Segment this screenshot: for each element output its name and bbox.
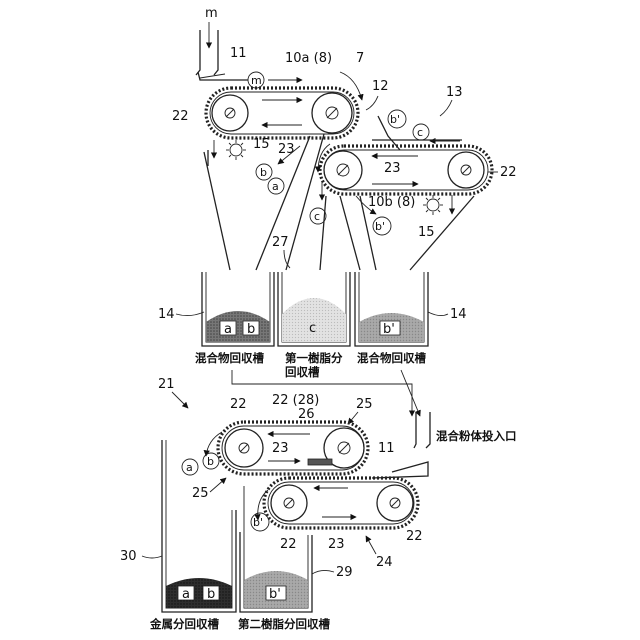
bin-label-c: c bbox=[309, 321, 316, 336]
label-15-a: 15 bbox=[253, 137, 270, 152]
label-10a: 10a (8) bbox=[285, 51, 332, 66]
label-12: 12 bbox=[372, 79, 389, 94]
label-27: 27 bbox=[272, 235, 289, 250]
bin-metal bbox=[162, 440, 236, 612]
label-30: 30 bbox=[120, 549, 137, 564]
brush-15-left bbox=[226, 140, 246, 160]
label-11-bottom: 11 bbox=[378, 441, 395, 456]
label-21: 21 bbox=[158, 377, 175, 392]
label-25-bottom: 25 bbox=[192, 486, 209, 501]
label-7: 7 bbox=[356, 51, 364, 66]
circled-b-prime-3: b' bbox=[253, 516, 263, 529]
label-26: 26 bbox=[298, 407, 315, 422]
conveyor-upper-bottom bbox=[218, 422, 368, 474]
bin-label-b-prime-second: b' bbox=[269, 587, 281, 602]
label-23-b: 23 bbox=[384, 161, 401, 176]
label-22-c: 22 bbox=[230, 397, 247, 412]
label-25-top: 25 bbox=[356, 397, 373, 412]
circled-b-prime-1: b' bbox=[390, 113, 400, 126]
label-14-right: 14 bbox=[450, 307, 467, 322]
bin-label-a-metal: a bbox=[182, 587, 190, 602]
label-23-a: 23 bbox=[278, 142, 295, 157]
label-22-d: 22 bbox=[280, 537, 297, 552]
circled-m-text: m bbox=[251, 74, 262, 87]
circled-c-2: c bbox=[314, 210, 320, 223]
caption-mixture-right: 混合物回収槽 bbox=[357, 351, 426, 365]
conveyor-lower-bottom bbox=[264, 478, 418, 528]
label-14-left: 14 bbox=[158, 307, 175, 322]
circled-c-1: c bbox=[417, 126, 423, 139]
label-13: 13 bbox=[446, 85, 463, 100]
conveyor-10a bbox=[206, 88, 358, 138]
circled-b-2: b bbox=[207, 455, 214, 468]
label-10b: 10b (8) bbox=[368, 195, 415, 210]
label-29: 29 bbox=[336, 565, 353, 580]
chutes bbox=[204, 134, 474, 270]
circled-a-2: a bbox=[186, 461, 193, 474]
label-22-b: 22 bbox=[500, 165, 517, 180]
bin-label-a-1: a bbox=[224, 322, 232, 337]
circled-b-prime-2: b' bbox=[375, 220, 385, 233]
circled-a-1: a bbox=[272, 180, 279, 193]
bin-mixture-left bbox=[202, 272, 274, 346]
conveyor-10b bbox=[320, 146, 492, 194]
label-22-e: 22 bbox=[406, 529, 423, 544]
label-11-top: 11 bbox=[230, 46, 247, 61]
label-22-a: 22 bbox=[172, 109, 189, 124]
label-23-d: 23 bbox=[328, 537, 345, 552]
label-23-c: 23 bbox=[272, 441, 289, 456]
label-15-b: 15 bbox=[418, 225, 435, 240]
caption-first-resin-1: 第一樹脂分 bbox=[285, 351, 343, 365]
label-22-28: 22 (28) bbox=[272, 393, 319, 408]
caption-metal: 金属分回収槽 bbox=[149, 617, 219, 631]
caption-mixture-left: 混合物回収槽 bbox=[195, 351, 264, 365]
label-m-top: m bbox=[205, 6, 218, 21]
bin-label-b-1: b bbox=[247, 322, 255, 337]
label-24: 24 bbox=[376, 555, 393, 570]
bin-label-b-metal: b bbox=[207, 587, 215, 602]
bin-label-b-prime-1: b' bbox=[383, 322, 395, 337]
caption-first-resin-2: 回収槽 bbox=[285, 365, 320, 379]
circled-b-1: b bbox=[260, 166, 267, 179]
caption-inlet: 混合粉体投入口 bbox=[436, 429, 517, 443]
brush-15-right bbox=[423, 195, 443, 215]
caption-second-resin: 第二樹脂分回収槽 bbox=[238, 617, 330, 631]
